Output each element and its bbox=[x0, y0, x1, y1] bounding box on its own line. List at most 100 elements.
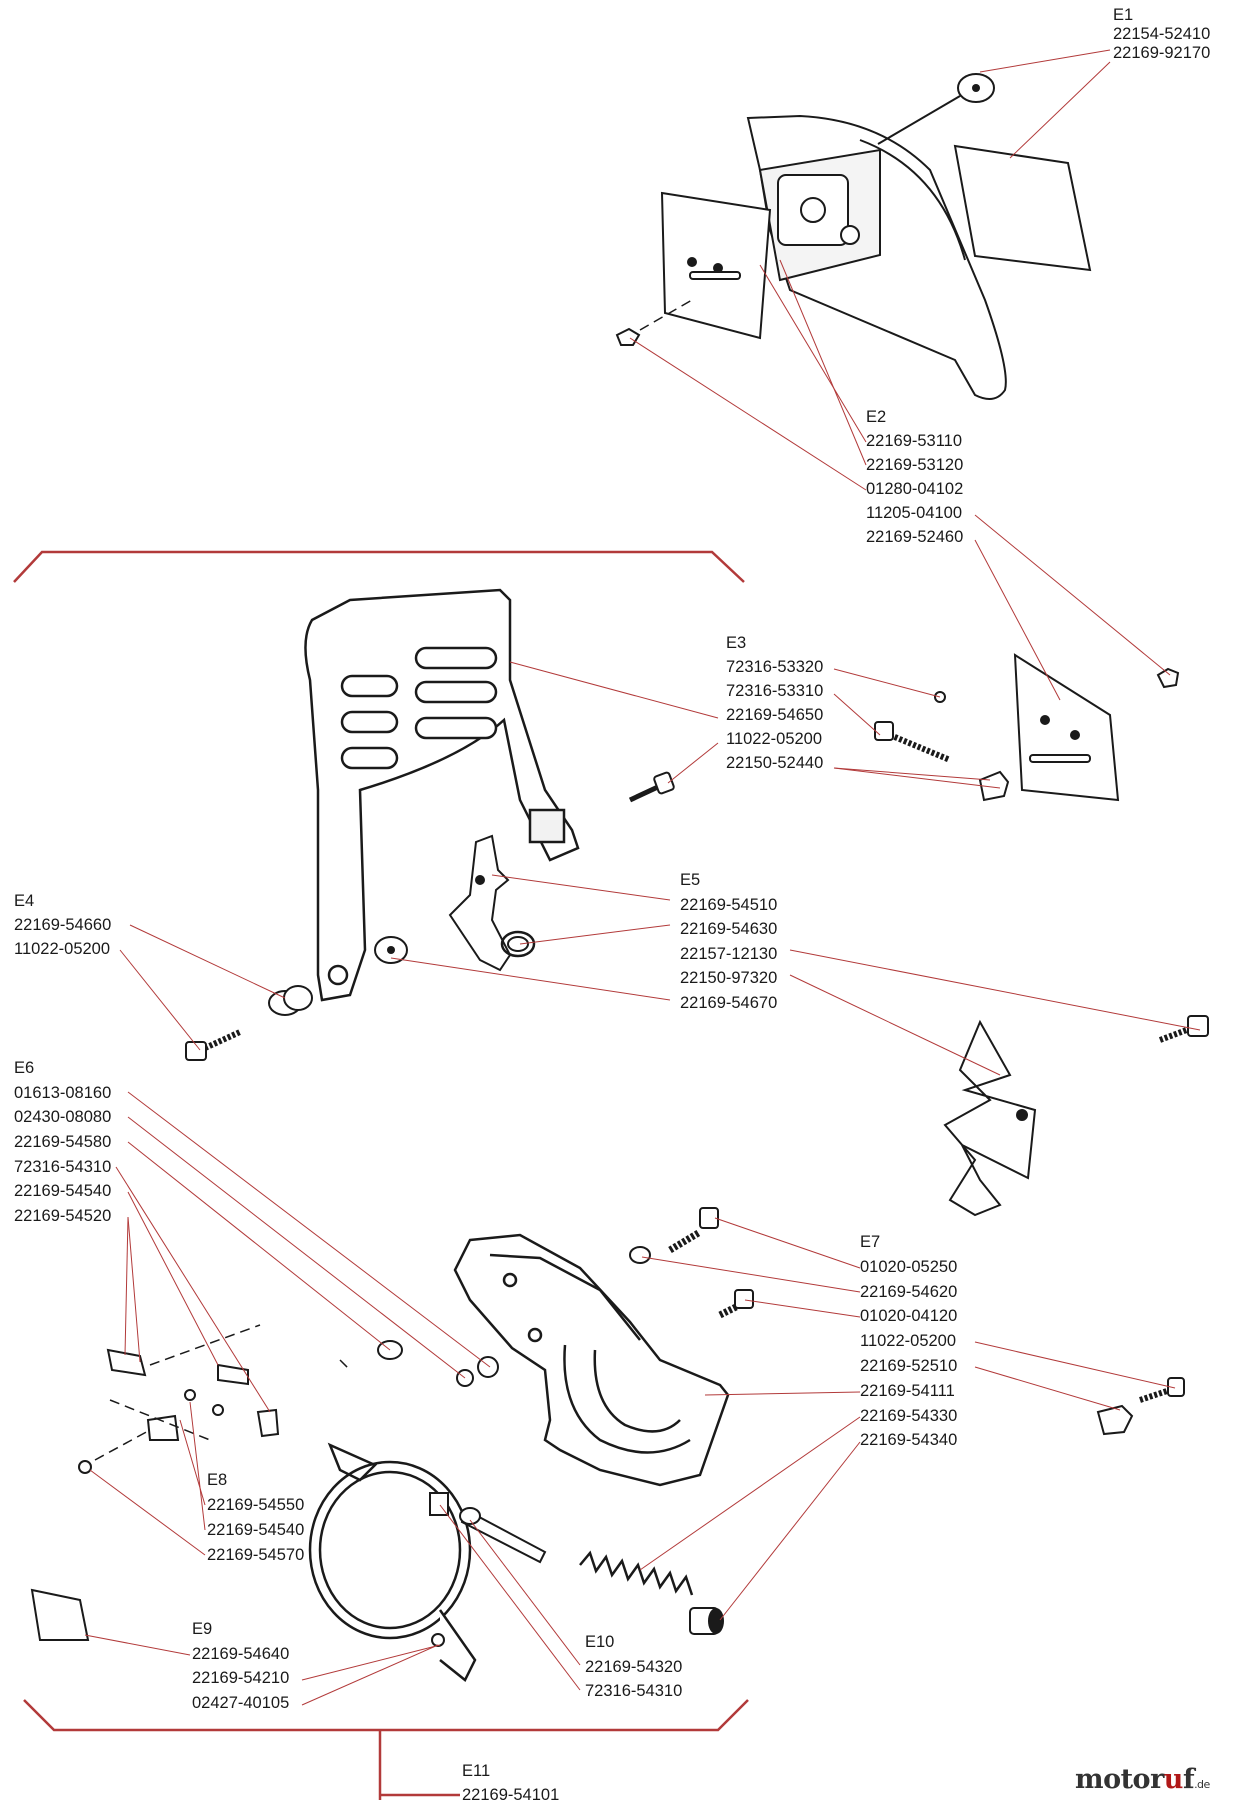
cover-screw bbox=[615, 327, 641, 346]
housing-spacer bbox=[629, 1246, 651, 1264]
group-id: E9 bbox=[192, 1620, 213, 1638]
part-number: 72316-54310 bbox=[585, 1682, 683, 1701]
section-bracket-top bbox=[13, 550, 745, 583]
part-number: 22157-12130 bbox=[680, 944, 778, 963]
group-id: E8 bbox=[207, 1471, 228, 1489]
hand-guard-screw bbox=[628, 771, 675, 803]
part-number: 02427-40105 bbox=[192, 1694, 290, 1713]
part-number: 22169-53110 bbox=[866, 432, 963, 450]
housing-bolt-top bbox=[668, 1207, 719, 1254]
spike-bolt bbox=[1158, 1015, 1209, 1043]
part-number: 22169-54570 bbox=[207, 1546, 305, 1564]
brake-spring bbox=[579, 1550, 694, 1596]
spike-nut bbox=[978, 770, 1010, 802]
part-number: 22169-54640 bbox=[192, 1644, 290, 1663]
clip-part bbox=[256, 1408, 280, 1438]
group-e2: E2 22169-53110 22169-53120 01280-04102 1… bbox=[866, 408, 963, 552]
group-id: E2 bbox=[866, 408, 887, 426]
group-id: E5 bbox=[680, 871, 701, 889]
group-e6: E6 01613-08160 02430-08080 22169-54580 7… bbox=[14, 1059, 111, 1232]
site-logo: motoruf.de bbox=[1075, 1764, 1210, 1795]
part-number: 22150-97320 bbox=[680, 969, 778, 987]
part-number: 11022-05200 bbox=[860, 1332, 957, 1351]
group-e7: E7 01020-05250 22169-54620 01020-04120 1… bbox=[860, 1233, 957, 1456]
part-number: 22169-52510 bbox=[860, 1356, 958, 1375]
group-e11: E11 22169-54101 bbox=[462, 1762, 559, 1800]
guard-bushing bbox=[268, 985, 313, 1016]
group-e10: E10 22169-54320 72316-54310 bbox=[585, 1633, 682, 1707]
part-number: 22169-54650 bbox=[726, 706, 824, 724]
brake-knob bbox=[1096, 1404, 1134, 1436]
group-id: E10 bbox=[585, 1633, 615, 1651]
part-number: 72316-53310 bbox=[726, 682, 824, 700]
part-number: 22169-54630 bbox=[680, 920, 778, 938]
brake-band bbox=[308, 1442, 477, 1682]
group-id: E3 bbox=[726, 634, 747, 652]
bumper-spike bbox=[943, 1019, 1037, 1217]
part-number: 22169-54210 bbox=[192, 1669, 290, 1688]
brake-housing bbox=[453, 1233, 730, 1487]
part-number: 22169-53120 bbox=[866, 456, 964, 474]
band-screw bbox=[431, 1633, 445, 1647]
latch-screw bbox=[78, 1460, 92, 1474]
part-number: 22169-54111 bbox=[860, 1381, 955, 1400]
group-id: E4 bbox=[14, 892, 35, 910]
side-plate-screw bbox=[1156, 667, 1180, 689]
group-e8: E8 22169-54550 22169-54540 22169-54570 bbox=[207, 1471, 304, 1571]
group-e5: E5 22169-54510 22169-54630 22157-12130 2… bbox=[680, 871, 777, 1018]
part-number: 11205-04100 bbox=[866, 504, 963, 522]
part-number: 22154-52410 bbox=[1113, 25, 1211, 43]
chain-cover-label bbox=[953, 144, 1092, 272]
part-number: 22169-54540 bbox=[207, 1521, 305, 1539]
group-id: E6 bbox=[14, 1059, 35, 1077]
part-number: 22169-54580 bbox=[14, 1133, 112, 1152]
part-number: 01020-04120 bbox=[860, 1307, 958, 1326]
link-plate bbox=[106, 1348, 249, 1386]
leader-lines bbox=[84, 49, 1201, 1706]
part-number: 72316-54310 bbox=[14, 1157, 112, 1176]
section-bracket-bottom bbox=[23, 1699, 749, 1800]
guard-washer bbox=[374, 936, 408, 964]
group-id: E1 bbox=[1113, 6, 1134, 24]
part-number: 22169-92170 bbox=[1113, 44, 1211, 62]
group-id: E11 bbox=[462, 1762, 491, 1780]
group-e3: E3 72316-53320 72316-53310 22169-54650 1… bbox=[726, 634, 823, 778]
housing-bolt-mid bbox=[718, 1289, 754, 1319]
part-number: 72316-53320 bbox=[726, 658, 824, 676]
spring-cap bbox=[689, 1607, 724, 1635]
part-number: 22169-54670 bbox=[680, 993, 778, 1012]
part-number: 02430-08080 bbox=[14, 1108, 112, 1127]
brake-rod bbox=[459, 1507, 547, 1564]
part-number: 22169-54540 bbox=[14, 1182, 112, 1201]
brake-lever bbox=[448, 834, 512, 972]
group-e9: E9 22169-54640 22169-54210 02427-40105 bbox=[192, 1620, 289, 1719]
part-number: 11022-05200 bbox=[14, 940, 111, 958]
torsion-spring bbox=[500, 930, 536, 958]
bolt-long bbox=[874, 721, 952, 763]
part-number: 22169-54510 bbox=[680, 895, 778, 914]
group-e4: E4 22169-54660 11022-05200 bbox=[14, 892, 111, 964]
part-number: 22150-52440 bbox=[726, 754, 824, 772]
group-id: E7 bbox=[860, 1233, 881, 1251]
part-number: 01613-08160 bbox=[14, 1083, 112, 1102]
part-number: 01020-05250 bbox=[860, 1257, 958, 1276]
part-number: 22169-54550 bbox=[207, 1496, 305, 1514]
brake-cover-small bbox=[30, 1588, 90, 1641]
part-number: 22169-54520 bbox=[14, 1207, 112, 1226]
part-number: 22169-54320 bbox=[585, 1657, 683, 1676]
group-e1: E1 22154-52410 22169-92170 bbox=[1113, 6, 1210, 63]
part-number: 22169-54101 bbox=[462, 1786, 560, 1800]
guard-pivot-screw bbox=[185, 1029, 242, 1061]
chain-cover-assembly bbox=[746, 114, 1007, 400]
front-hand-guard bbox=[304, 588, 580, 1002]
side-plate-e2 bbox=[1013, 653, 1120, 802]
part-number: 11022-05200 bbox=[726, 730, 823, 748]
chain-cover-plate bbox=[660, 191, 772, 340]
part-number: 22169-54340 bbox=[860, 1431, 958, 1450]
knob-bolt bbox=[1139, 1377, 1185, 1403]
brake-latch bbox=[146, 1389, 224, 1441]
part-number: 22169-54620 bbox=[860, 1282, 958, 1301]
part-number: 22169-54330 bbox=[860, 1406, 958, 1425]
cover-nut bbox=[957, 73, 995, 103]
